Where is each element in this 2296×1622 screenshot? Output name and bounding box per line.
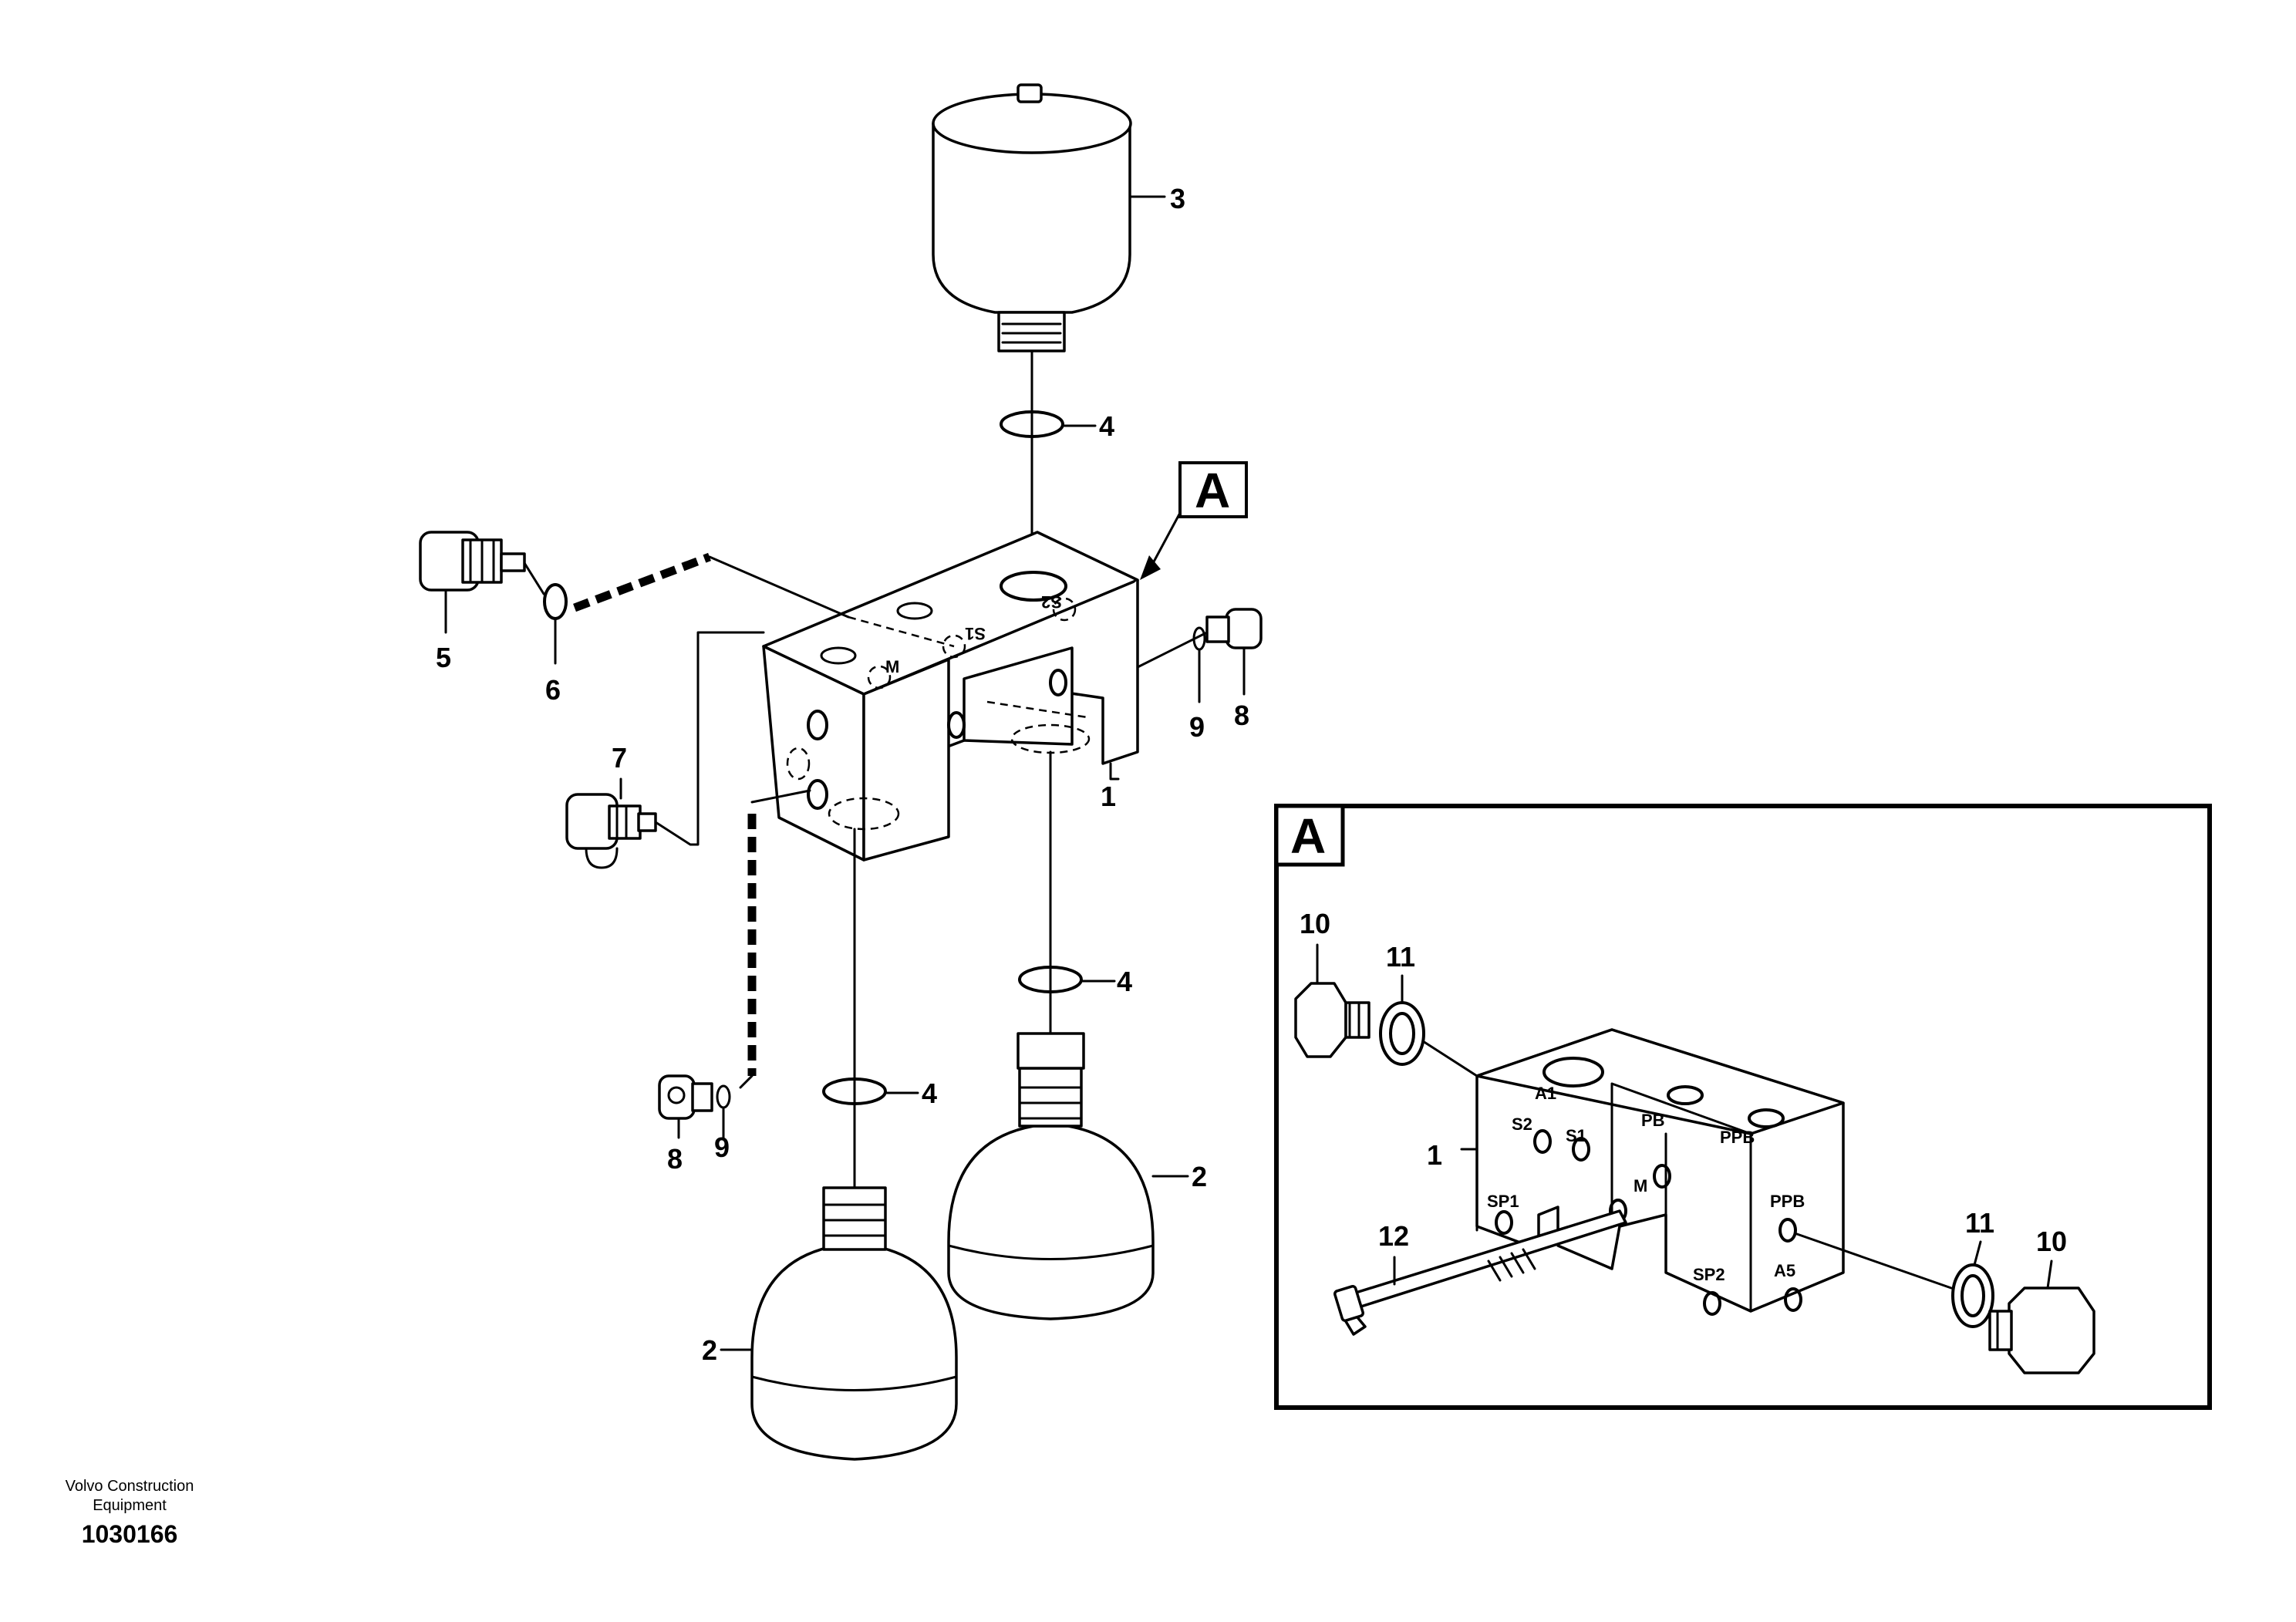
callout-5: 5 (436, 642, 451, 673)
drawing-number: 1030166 (82, 1520, 178, 1548)
accumulator-left (720, 1186, 958, 1461)
port-label-m: M (885, 657, 899, 676)
o-ring-low (822, 1077, 887, 1105)
detail-port-m: M (1633, 1176, 1647, 1195)
callout-1-detail: 1 (1427, 1139, 1442, 1171)
plug-8-left (658, 1074, 731, 1139)
callout-8-left: 8 (667, 1143, 683, 1175)
callout-4-low: 4 (922, 1077, 937, 1109)
accumulator-top (932, 83, 1166, 352)
detail-port-pb: PB (1641, 1111, 1665, 1130)
detail-port-ppb: PPB (1720, 1128, 1755, 1147)
detail-port-sp2: SP2 (1693, 1265, 1725, 1284)
callout-11-right: 11 (1965, 1207, 1994, 1239)
brand-line-2: Equipment (93, 1497, 167, 1514)
callout-9-right: 9 (1189, 711, 1205, 743)
callout-9-left: 9 (714, 1131, 730, 1163)
callout-12: 12 (1378, 1220, 1409, 1252)
port-label-s1: S1 (965, 624, 986, 643)
callout-6: 6 (545, 674, 561, 706)
washer-6 (543, 583, 568, 620)
callout-7: 7 (612, 742, 627, 774)
hose-m (573, 552, 711, 612)
callout-4-mid: 4 (1117, 966, 1132, 997)
detail-port-a1: A1 (1535, 1084, 1556, 1103)
callout-4-top: 4 (1099, 410, 1114, 442)
detail-port-ppb-side: PPB (1770, 1192, 1805, 1211)
o-ring-top (1000, 410, 1064, 438)
detail-box-label: A (1290, 808, 1326, 864)
test-point-fitting-7 (565, 777, 657, 869)
detail-view-a: A A1 PB PPB S2 S1 M SP1 PPB SP2 A5 (1274, 804, 2212, 1410)
callout-2-left: 2 (702, 1334, 717, 1366)
test-point-fitting-5 (419, 531, 526, 634)
o-ring-mid (1018, 966, 1083, 993)
detail-port-sp1: SP1 (1487, 1192, 1519, 1211)
port-label-s2: S2 (1041, 592, 1062, 612)
callout-3: 3 (1170, 183, 1185, 214)
detail-port-s2: S2 (1512, 1114, 1532, 1134)
callout-10-right: 10 (2036, 1226, 2067, 1257)
plug-8-right (1136, 608, 1263, 703)
callout-8-right: 8 (1234, 700, 1249, 731)
detail-marker-label: A (1195, 463, 1230, 518)
callout-1-main: 1 (1101, 781, 1116, 812)
detail-port-s1: S1 (1566, 1126, 1586, 1145)
callout-11-left: 11 (1386, 941, 1415, 973)
brand-line-1: Volvo Construction (66, 1478, 194, 1495)
callout-2-right: 2 (1192, 1161, 1207, 1192)
accumulator-right (947, 1032, 1189, 1320)
detail-port-a5: A5 (1774, 1261, 1795, 1280)
valve-block-main: M S1 S2 (762, 531, 1139, 862)
detail-marker-main: A (1140, 461, 1248, 580)
callout-10-left: 10 (1300, 908, 1330, 939)
